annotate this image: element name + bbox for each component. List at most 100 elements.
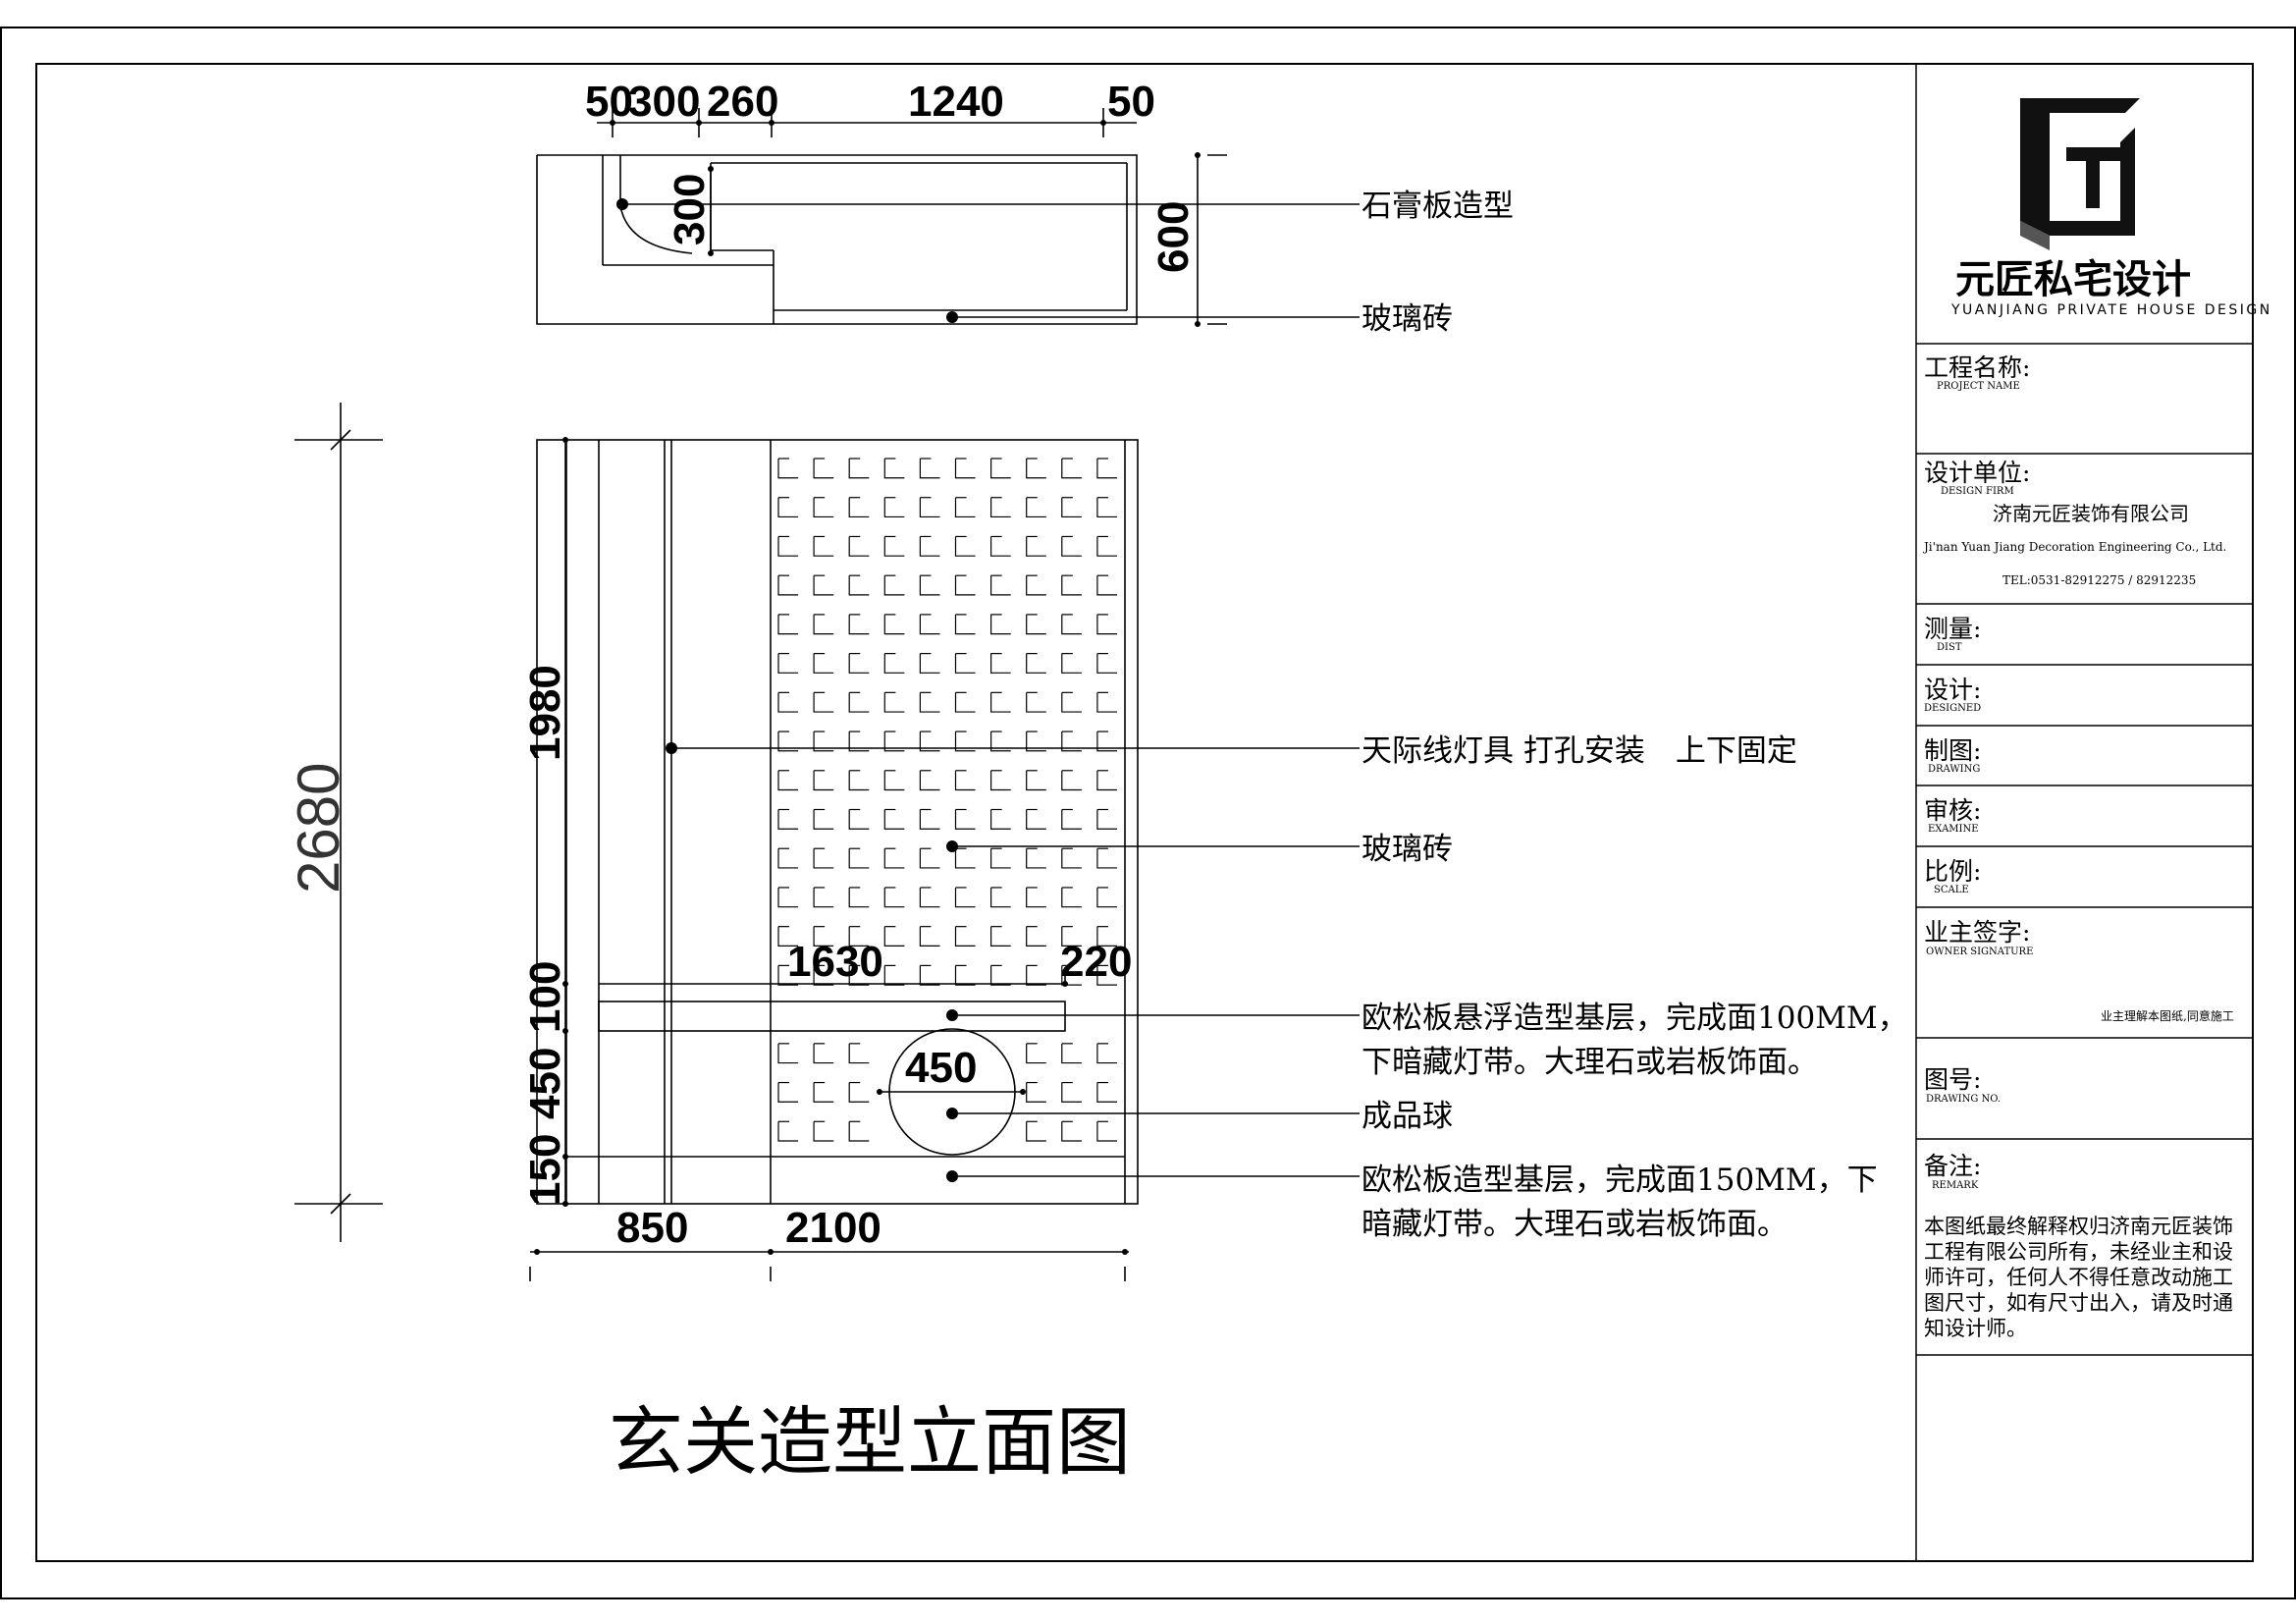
glass-brick — [954, 653, 976, 674]
inner-border — [35, 63, 2254, 1562]
tb-remark-line-4: 图尺寸，如有尺寸出入，请及时通 — [1924, 1291, 2233, 1315]
callout-glass-brick-plan: 玻璃砖 — [1362, 301, 1453, 337]
glass-brick — [1026, 731, 1046, 752]
glass-brick — [1026, 926, 1046, 947]
elevation-markers — [534, 437, 1128, 1255]
glass-brick — [813, 692, 834, 713]
glass-brick — [1096, 536, 1117, 557]
glass-brick — [989, 887, 1011, 908]
glass-brick — [777, 965, 799, 986]
glass-brick — [1061, 965, 1082, 986]
glass-brick — [777, 497, 799, 518]
glass-brick — [883, 887, 905, 908]
glass-brick — [954, 848, 976, 869]
glass-brick — [954, 809, 976, 830]
glass-brick — [1096, 926, 1117, 947]
glass-brick — [1026, 809, 1046, 830]
elev-dim-2100: 2100 — [785, 1204, 881, 1252]
tb-project-name-en: PROJECT NAME — [1937, 381, 2020, 392]
glass-brick — [1026, 965, 1046, 986]
glass-brick — [883, 770, 905, 791]
glass-brick — [989, 809, 1011, 830]
glass-brick — [777, 575, 799, 596]
brand-name: 元匠私宅设计 — [1955, 257, 2191, 302]
tb-owner-signature-note: 业主理解本图纸,同意施工 — [2101, 1008, 2234, 1023]
glass-brick — [919, 965, 940, 986]
glass-brick — [1026, 653, 1046, 674]
plan-dim-300: 300 — [628, 78, 700, 126]
glass-brick — [1096, 692, 1117, 713]
glass-brick — [989, 497, 1011, 518]
plan-dim-50: 50 — [585, 78, 633, 126]
glass-brick — [919, 614, 940, 635]
glass-brick — [1096, 575, 1117, 596]
glass-brick — [1096, 614, 1117, 635]
glass-brick — [813, 1043, 834, 1064]
glass-brick — [1061, 848, 1082, 869]
elev-dim-1630: 1630 — [787, 938, 883, 986]
tb-remark-label: 备注: — [1924, 1152, 1981, 1180]
callout-glass-brick: 玻璃砖 — [1362, 832, 1453, 867]
tb-remark-line-5: 知设计师。 — [1924, 1317, 2027, 1340]
tb-drawing-en: DRAWING — [1928, 764, 1980, 775]
glass-brick — [1061, 887, 1082, 908]
glass-brick — [1061, 1082, 1082, 1103]
glass-brick — [954, 614, 976, 635]
glass-brick — [813, 653, 834, 674]
glass-brick — [1061, 1043, 1082, 1064]
glass-brick — [883, 731, 905, 752]
glass-brick — [989, 536, 1011, 557]
glass-brick — [919, 536, 940, 557]
tb-drawing-no-label: 图号: — [1924, 1065, 1981, 1094]
glass-brick — [1026, 692, 1046, 713]
glass-brick — [813, 497, 834, 518]
tb-remark-line-1: 本图纸最终解释权归济南元匠装饰 — [1924, 1215, 2233, 1238]
drawing-title: 玄关造型立面图 — [609, 1398, 1131, 1486]
callout-osb-base-1: 欧松板造型基层，完成面150MM，下 — [1362, 1163, 1878, 1198]
glass-brick — [989, 614, 1011, 635]
glass-brick — [1096, 459, 1117, 479]
glass-brick — [919, 497, 940, 518]
tb-design-firm-label: 设计单位: — [1924, 459, 2030, 487]
brand-name-en: YUANJIANG PRIVATE HOUSE DESIGN — [1950, 302, 2272, 318]
glass-brick — [919, 887, 940, 908]
glass-brick — [954, 536, 976, 557]
glass-brick — [1096, 497, 1117, 518]
elev-dim-1980: 1980 — [521, 665, 569, 761]
glass-brick — [777, 809, 799, 830]
glass-brick — [1026, 497, 1046, 518]
tb-remark-line-2: 工程有限公司所有，未经业主和设 — [1924, 1240, 2233, 1264]
glass-brick — [989, 848, 1011, 869]
glass-brick — [989, 731, 1011, 752]
glass-brick — [848, 887, 870, 908]
glass-brick — [883, 614, 905, 635]
glass-brick — [883, 653, 905, 674]
glass-brick — [883, 926, 905, 947]
tb-examine-label: 审核: — [1924, 796, 1981, 825]
brand-logo-icon — [2020, 98, 2140, 250]
glass-brick — [813, 614, 834, 635]
glass-brick — [883, 536, 905, 557]
elev-dim-150: 150 — [521, 1134, 569, 1206]
glass-brick — [813, 809, 834, 830]
glass-brick — [954, 459, 976, 479]
glass-brick — [848, 770, 870, 791]
glass-brick — [1096, 848, 1117, 869]
glass-brick — [848, 1043, 870, 1064]
glass-brick — [919, 653, 940, 674]
glass-brick — [813, 926, 834, 947]
glass-brick — [848, 1121, 870, 1142]
glass-brick — [989, 965, 1011, 986]
glass-brick — [848, 731, 870, 752]
glass-brick — [1061, 731, 1082, 752]
glass-brick — [954, 887, 976, 908]
elev-dim-100: 100 — [521, 961, 569, 1033]
glass-brick — [1026, 1043, 1046, 1064]
glass-brick — [1096, 770, 1117, 791]
glass-brick — [813, 1121, 834, 1142]
glass-brick — [883, 575, 905, 596]
glass-brick — [848, 653, 870, 674]
glass-brick — [989, 770, 1011, 791]
glass-brick — [883, 497, 905, 518]
